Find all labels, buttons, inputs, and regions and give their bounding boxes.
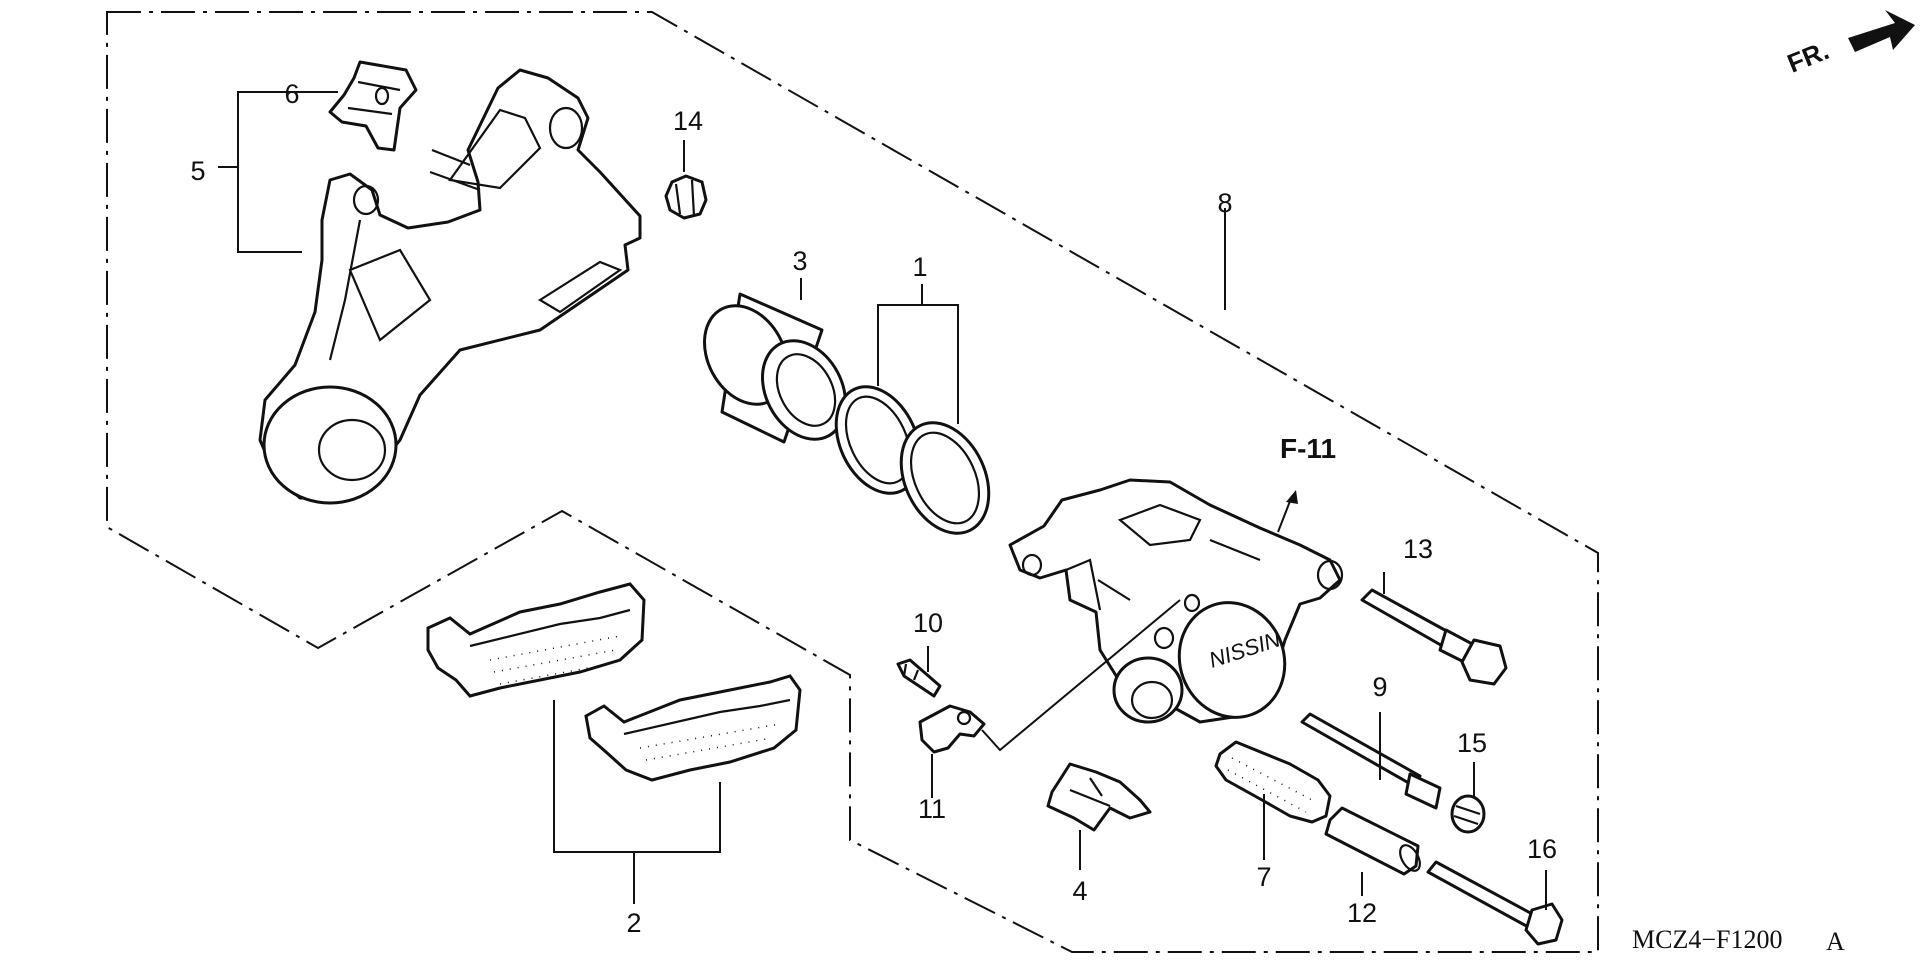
callout-10: 10 <box>913 608 943 638</box>
boot <box>1214 740 1332 824</box>
leader-lines <box>218 91 1547 910</box>
callout-13: 13 <box>1403 534 1433 564</box>
callout-9: 9 <box>1372 672 1387 702</box>
caliper-bracket <box>258 68 642 505</box>
brake-pads <box>426 582 802 782</box>
bleeder-cap <box>664 174 708 220</box>
callout-6: 6 <box>284 79 299 109</box>
flange-bolt <box>1426 860 1564 946</box>
callout-2: 2 <box>626 908 641 938</box>
callout-1: 1 <box>912 252 927 282</box>
front-arrow-icon <box>1848 10 1915 52</box>
piston <box>703 292 847 444</box>
pad-spring-clip <box>1046 762 1152 832</box>
direction-label: FR. <box>1783 35 1833 79</box>
reference-label: F-11 <box>1280 433 1336 464</box>
callout-3: 3 <box>792 246 807 276</box>
pad-spring <box>328 60 418 152</box>
diagram-code: MCZ4−F1200 A <box>1632 925 1845 956</box>
piston-seals <box>834 385 991 535</box>
callout-7: 7 <box>1256 862 1271 892</box>
callout-11: 11 <box>918 794 946 824</box>
callout-8: 8 <box>1217 188 1232 218</box>
front-direction-indicator: FR. <box>1783 10 1915 79</box>
pin-bolt <box>1360 588 1508 686</box>
callout-5: 5 <box>190 156 205 186</box>
pin-plug <box>1450 794 1486 834</box>
assembly-boundary <box>106 11 1599 953</box>
caliper-body: NISSIN <box>1008 478 1344 724</box>
bleeder-valve <box>896 658 942 698</box>
bleeder-bracket <box>918 704 986 754</box>
diagram-code-text: MCZ4−F1200 <box>1632 925 1782 954</box>
pad-pin <box>1300 712 1442 810</box>
callout-15: 15 <box>1457 728 1487 758</box>
callout-4: 4 <box>1072 876 1087 906</box>
callout-14: 14 <box>673 106 703 136</box>
sleeve <box>1324 806 1421 876</box>
diagram-code-suffix: A <box>1826 927 1845 956</box>
callout-16: 16 <box>1527 834 1557 864</box>
callout-numbers: 1 2 3 4 5 6 7 8 9 10 11 12 13 14 15 16 <box>190 79 1557 938</box>
callout-12: 12 <box>1347 898 1377 928</box>
